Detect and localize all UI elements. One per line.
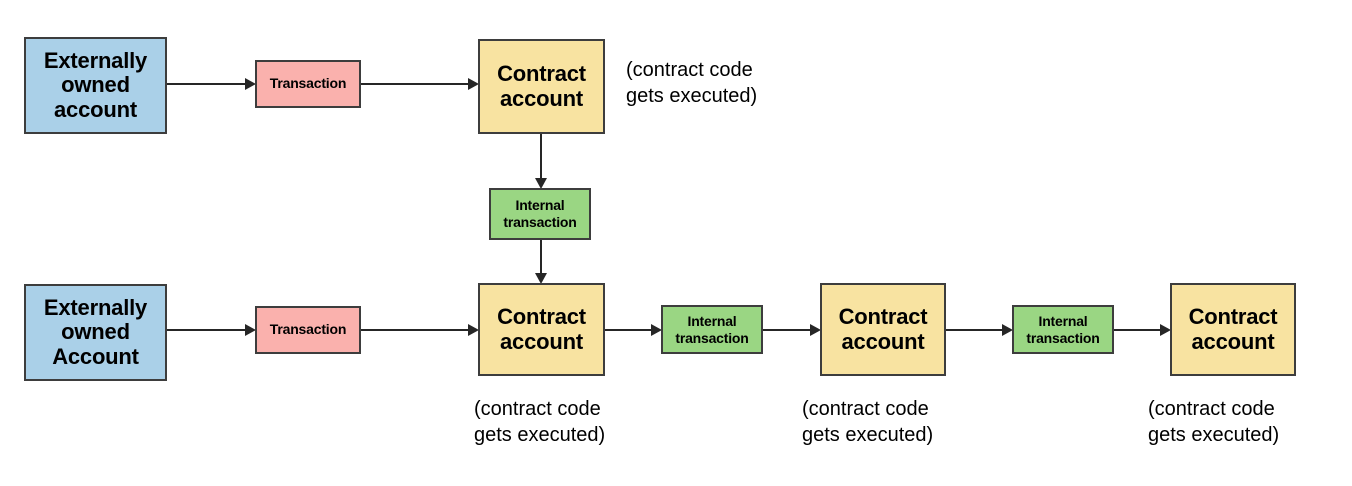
caption-contract-bottom-1: (contract code gets executed)	[474, 398, 606, 446]
node-transaction-top: Transaction	[255, 60, 361, 108]
caption-contract-top: (contract code gets executed)	[626, 59, 758, 107]
edge-transaction-bottom-to-contract-b1	[361, 329, 468, 331]
edge-transaction-top-to-contract-top	[361, 83, 468, 85]
arrowhead-contract-b2-to-itx-b2	[1002, 324, 1013, 336]
node-externally-owned-account-bottom: Externally owned Account	[24, 284, 167, 381]
edge-internal-transaction-to-contract-bottom	[540, 240, 542, 273]
node-contract-account-bottom-1: Contract account	[478, 283, 605, 376]
node-contract-account-bottom-2: Contract account	[820, 283, 946, 376]
edge-contract-b1-to-itx-b1	[605, 329, 651, 331]
node-contract-account-top: Contract account	[478, 39, 605, 134]
arrowhead-itx-b1-to-contract-b2	[810, 324, 821, 336]
node-internal-transaction-bottom-2: Internal transaction	[1012, 305, 1114, 354]
edge-contract-b2-to-itx-b2	[946, 329, 1002, 331]
arrowhead-contract-top-to-internal-transaction	[535, 178, 547, 189]
node-externally-owned-account-top: Externally owned account	[24, 37, 167, 134]
node-internal-transaction-bottom-1: Internal transaction	[661, 305, 763, 354]
edge-eoa-bottom-to-transaction-bottom	[167, 329, 245, 331]
arrowhead-contract-b1-to-itx-b1	[651, 324, 662, 336]
arrowhead-internal-transaction-to-contract-bottom	[535, 273, 547, 284]
arrowhead-transaction-top-to-contract-top	[468, 78, 479, 90]
node-transaction-bottom: Transaction	[255, 306, 361, 354]
node-contract-account-bottom-3: Contract account	[1170, 283, 1296, 376]
arrowhead-transaction-bottom-to-contract-b1	[468, 324, 479, 336]
caption-contract-bottom-3: (contract code gets executed)	[1148, 398, 1280, 446]
arrowhead-eoa-top-to-transaction-top	[245, 78, 256, 90]
edge-eoa-top-to-transaction-top	[167, 83, 245, 85]
caption-contract-bottom-2: (contract code gets executed)	[802, 398, 934, 446]
arrowhead-itx-b2-to-contract-b3	[1160, 324, 1171, 336]
edge-contract-top-to-internal-transaction	[540, 134, 542, 178]
node-internal-transaction-bridge: Internal transaction	[489, 188, 591, 240]
edge-itx-b2-to-contract-b3	[1114, 329, 1160, 331]
arrowhead-eoa-bottom-to-transaction-bottom	[245, 324, 256, 336]
edge-itx-b1-to-contract-b2	[763, 329, 810, 331]
